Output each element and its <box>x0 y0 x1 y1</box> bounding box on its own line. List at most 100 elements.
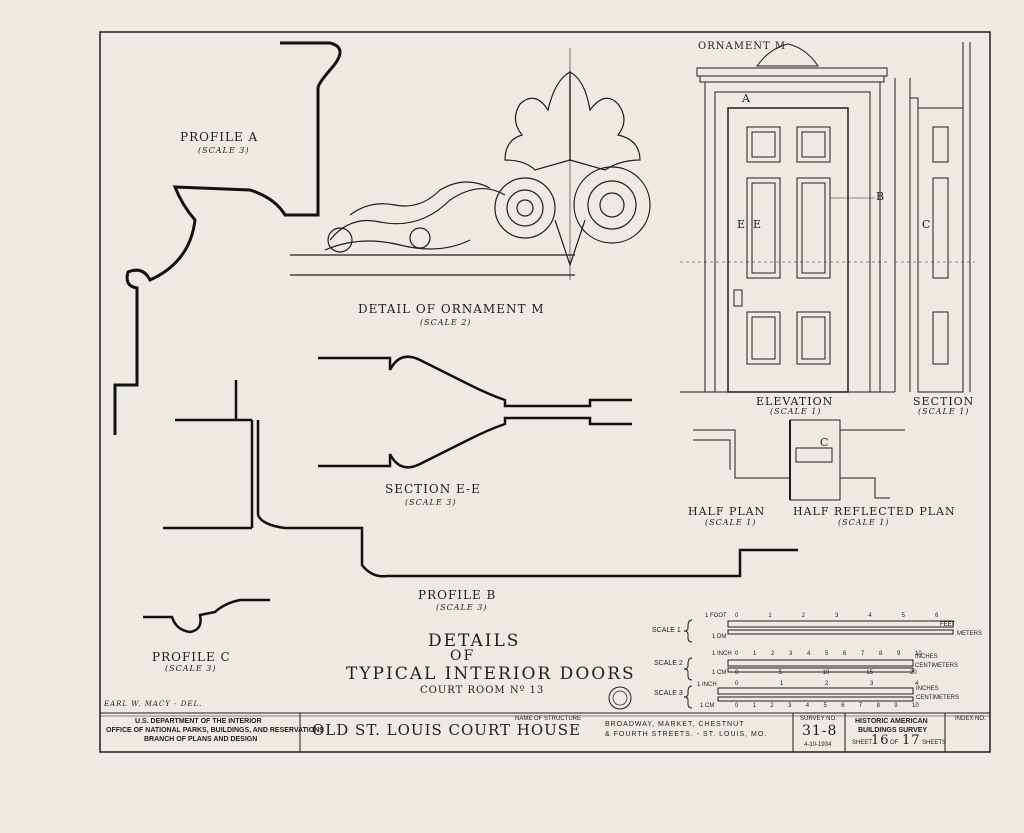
mark-e-left: E <box>737 218 747 231</box>
scale-tick-label: 5 <box>901 613 905 619</box>
scale-tick-label: 6 <box>841 703 845 709</box>
scale-tick-label: 4 <box>868 613 872 619</box>
scale-tick-label: 2 <box>801 613 805 619</box>
scale1-label: SCALE 1 <box>652 627 681 634</box>
scale3-label: SCALE 3 <box>654 690 683 697</box>
scale-tick-label: 4 <box>807 651 811 657</box>
centimeters-label-3: CENTIMETERS <box>916 695 960 701</box>
scale-tick-label: 3 <box>788 703 792 709</box>
scale-tick-label: 1 <box>780 681 784 687</box>
scale-tick-label: 9 <box>897 651 901 657</box>
ornament-m-detail <box>290 48 651 280</box>
profile-b-outline <box>163 380 798 578</box>
section-title: SECTION <box>913 395 975 408</box>
elevation-scale: (SCALE 1) <box>770 407 822 416</box>
scale-tick-label: 5 <box>778 670 783 676</box>
half-plan-drawings <box>693 419 905 501</box>
main-title-line3: TYPICAL INTERIOR DOORS <box>346 664 636 684</box>
half-plan-title: HALF PLAN <box>688 505 766 518</box>
half-reflected-plan-scale: (SCALE 1) <box>838 518 890 527</box>
scale-tick-label: 10 <box>822 670 830 676</box>
habs-line2: BUILDINGS SURVEY <box>858 727 928 734</box>
inches-label-3: INCHES <box>916 686 939 692</box>
ornament-detail-title: DETAIL OF ORNAMENT M <box>358 302 545 316</box>
agency-line3: BRANCH OF PLANS AND DESIGN <box>144 736 258 743</box>
habs-line1: HISTORIC AMERICAN <box>855 718 928 725</box>
scale-tick-label: 0 <box>735 681 739 687</box>
door-elevation <box>680 43 895 393</box>
of-word: OF <box>890 740 899 746</box>
one-foot-label: 1 FOOT <box>705 613 727 619</box>
scale-tick-label: 3 <box>870 681 874 687</box>
meters-label: METERS <box>957 631 983 637</box>
mark-c: C <box>922 218 932 231</box>
section-ee-upper <box>318 355 632 408</box>
title-block-frame <box>100 712 990 752</box>
location-line2: & FOURTH STREETS. - ST. LOUIS, MO. <box>605 731 768 738</box>
section-ee-lower <box>318 416 632 469</box>
scale-tick-label: 2 <box>770 703 774 709</box>
scale-bars <box>683 619 954 709</box>
elevation-title: ELEVATION <box>756 395 834 408</box>
survey-date: 4-10-1934 <box>804 742 832 748</box>
half-reflected-plan-title: HALF REFLECTED PLAN <box>793 505 956 518</box>
scale-tick-label: 0 <box>735 651 739 657</box>
scale-tick-label: 2 <box>771 651 775 657</box>
sheet-border <box>99 31 991 753</box>
structure-name: OLD ST. LOUIS COURT HOUSE <box>312 721 581 739</box>
scale-tick-label: 0 <box>735 613 739 619</box>
scale-tick-label: 15 <box>866 670 873 676</box>
scale-tick-label: 10 <box>912 703 919 709</box>
scale2-label: SCALE 2 <box>654 660 683 667</box>
index-caption: INDEX NO. <box>955 716 986 722</box>
mark-c-plan: C <box>820 436 830 449</box>
agency-line1: U.S. DEPARTMENT OF THE INTERIOR <box>135 718 262 725</box>
agency-line2: OFFICE OF NATIONAL PARKS, BUILDINGS, AND… <box>106 727 324 734</box>
habs-emblem <box>608 686 632 710</box>
scale-tick-label: 1 <box>752 703 757 709</box>
ornament-detail-scale: (SCALE 2) <box>420 318 472 327</box>
profile-c-outline <box>143 598 270 634</box>
delineator: EARL W. MACY - DEL. <box>104 700 203 708</box>
survey-caption: SURVEY NO. <box>800 716 837 722</box>
profile-b-title: PROFILE B <box>418 588 497 602</box>
inches-label-2: INCHES <box>915 654 938 660</box>
scale-tick-label: 6 <box>935 613 939 619</box>
profile-b-scale: (SCALE 3) <box>436 603 488 612</box>
main-title-sub: COURT ROOM Nº 13 <box>420 685 545 696</box>
section-scale: (SCALE 1) <box>918 407 970 416</box>
profile-a-title: PROFILE A <box>180 130 259 144</box>
profile-c-title: PROFILE C <box>152 650 231 664</box>
section-ee-scale: (SCALE 3) <box>405 498 457 507</box>
sheet-total: 17 <box>902 733 921 748</box>
inch-label-3: 1 INCH <box>697 682 717 688</box>
scale-tick-label: 4 <box>805 703 810 709</box>
door-section <box>894 42 975 393</box>
scale-tick-label: 5 <box>825 651 829 657</box>
scale-tick-label: 2 <box>825 681 829 687</box>
scale-tick-label: 0 <box>735 703 739 709</box>
scale-tick-label: 8 <box>876 703 880 709</box>
scale-tick-label: 20 <box>910 670 917 676</box>
main-title-line1: DETAILS <box>428 631 521 651</box>
scale-tick-label: 7 <box>861 651 865 657</box>
one-dm-label: 1 DM <box>712 634 727 640</box>
mark-b: B <box>876 190 886 203</box>
cm-label-3: 1 CM <box>700 703 715 709</box>
ornament-m-label: ORNAMENT M <box>698 41 787 52</box>
profile-a-scale: (SCALE 3) <box>198 146 250 155</box>
scale-tick-label: 7 <box>858 703 863 709</box>
profile-a-outline <box>113 41 342 435</box>
survey-number: 31-8 <box>802 723 838 739</box>
scale-tick-label: 9 <box>894 703 898 709</box>
sheet-word: SHEET <box>852 740 873 746</box>
scale-tick-label: 0 <box>735 670 739 676</box>
sheet-number: 16 <box>871 733 890 748</box>
inch-label-2: 1 INCH <box>712 651 732 657</box>
profile-c-scale: (SCALE 3) <box>165 664 217 673</box>
scale-tick-label: 1 <box>753 651 757 657</box>
scale-tick-label: 3 <box>789 651 793 657</box>
mark-e-right: E <box>753 218 763 231</box>
cm-label-2: 1 CM <box>712 670 727 676</box>
